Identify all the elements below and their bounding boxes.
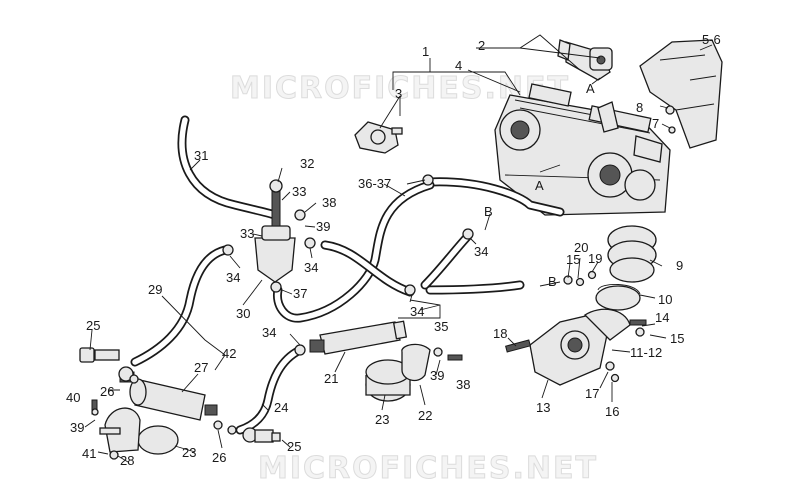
callout-labels: 1 2 3 4 5-6 7 8 9 10 11-12 13 14 15 15 1… [66,32,721,468]
callout-21: 21 [324,371,338,386]
callout-28: 28 [120,453,134,468]
callout-11-12: 11-12 [630,345,662,360]
callout-35: 35 [434,319,448,334]
callout-8: 8 [636,100,643,115]
callout-39-left: 39 [70,420,84,435]
fuel-filter [254,179,306,293]
callout-20: 20 [574,240,588,255]
callout-22: 22 [418,408,432,423]
callout-29: 29 [148,282,162,297]
callout-27: 27 [194,360,208,375]
callout-9: 9 [676,258,683,273]
callout-1: 1 [422,44,429,59]
callout-23-lower: 23 [182,445,196,460]
callout-39-upper: 39 [316,219,330,234]
callout-38-lower: 38 [456,377,470,392]
ref-b-lower: B [548,274,557,289]
callout-25-upper: 25 [86,318,100,333]
callout-37: 37 [293,286,307,301]
cover-screws [665,105,676,134]
callout-15-upper: 15 [566,252,580,267]
callout-19: 19 [588,251,602,266]
callout-2: 2 [478,38,485,53]
callout-13: 13 [536,400,550,415]
callout-7: 7 [652,116,659,131]
callout-40: 40 [66,390,80,405]
callout-18: 18 [493,326,507,341]
callout-32: 32 [300,156,314,171]
watermark-bottom: MICROFICHES.NET [258,451,598,486]
callout-15-lower: 15 [670,331,684,346]
callout-14: 14 [655,310,669,325]
pump-clamp [401,343,463,382]
callout-34-pump: 34 [262,325,276,340]
callout-16: 16 [605,404,619,419]
lower-pump-bracket [91,399,179,460]
leader-lines [84,34,713,463]
callout-5-6: 5-6 [702,32,721,47]
ref-a-top: A [586,81,595,96]
callout-33-upper: 33 [292,184,306,199]
ref-a-middle: A [535,178,544,193]
hose-fittings [79,347,281,443]
ref-b-upper: B [484,204,493,219]
washers-bolts [91,174,645,435]
callout-10: 10 [658,292,672,307]
callout-36-37: 36-37 [358,176,391,191]
callout-31: 31 [194,148,208,163]
pump-sleeve-center [365,359,411,402]
callout-39-lower: 39 [430,368,444,383]
fuel-hoses [130,115,565,435]
callout-25-lower: 25 [287,439,301,454]
callout-34-filter: 34 [226,270,240,285]
throttle-sensor [354,121,403,154]
callout-34-lower: 34 [410,304,424,319]
callout-33-left: 33 [240,226,254,241]
callout-3: 3 [395,86,402,101]
intake-boots [595,225,657,311]
callout-34-filter-right: 34 [304,260,318,275]
callout-34-upper: 34 [474,244,488,259]
callout-30: 30 [236,306,250,321]
callout-38-upper: 38 [322,195,336,210]
callout-17: 17 [585,386,599,401]
intake-manifold [505,308,647,386]
fuel-pump [309,320,408,355]
callout-23-center: 23 [375,412,389,427]
callout-26-lower: 26 [212,450,226,465]
callout-26-left: 26 [100,384,114,399]
callout-24: 24 [274,400,288,415]
callout-41: 41 [82,446,96,461]
callout-4: 4 [455,58,462,73]
callout-42: 42 [222,346,236,361]
throttle-body-assembly [494,83,671,216]
throttle-cover [639,39,723,149]
